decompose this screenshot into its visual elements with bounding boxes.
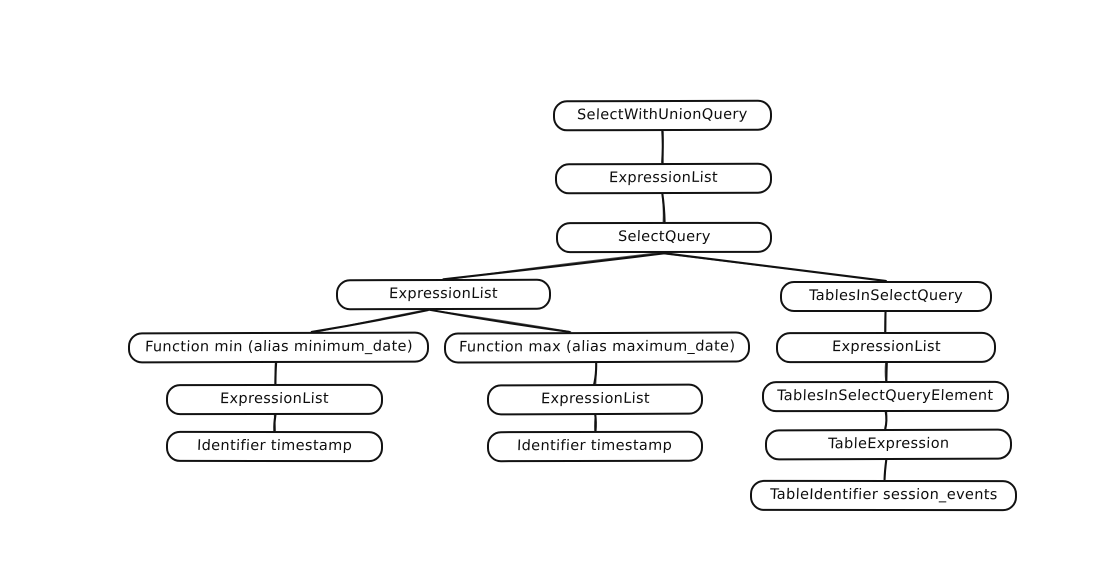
node-label: TableIdentifier session_events — [769, 487, 998, 504]
node-label: SelectQuery — [617, 229, 711, 246]
edge-expression_list_max-to-identifier_timestamp_max — [594, 413, 597, 433]
edge-expression_list_root-to-select_query — [661, 192, 666, 223]
node-identifier_timestamp_min[interactable]: Identifier timestamp — [165, 430, 384, 463]
node-expression_list_root[interactable]: ExpressionList — [554, 162, 773, 195]
edge-select_query-to-tables_in_select_query — [663, 252, 887, 282]
node-function_max[interactable]: Function max (alias maximum_date) — [443, 331, 751, 364]
node-table_expression[interactable]: TableExpression — [764, 428, 1013, 461]
edge-expression_list_min-to-identifier_timestamp_min — [273, 414, 276, 432]
node-label: ExpressionList — [540, 391, 650, 408]
node-label: ExpressionList — [608, 170, 719, 187]
node-label: ExpressionList — [388, 286, 499, 303]
node-select_with_union_query[interactable]: SelectWithUnionQuery — [552, 99, 773, 132]
node-expression_list_right[interactable]: ExpressionList — [775, 331, 997, 364]
edge-select_query-to-expression_list_select — [442, 252, 666, 281]
edge-function_max-to-expression_list_max — [593, 361, 598, 386]
node-label: Function max (alias maximum_date) — [458, 338, 736, 356]
node-label: Identifier timestamp — [517, 438, 673, 455]
node-tables_in_select_query[interactable]: TablesInSelectQuery — [779, 280, 993, 313]
edge-table_expression-to-table_identifier — [883, 458, 888, 481]
node-label: ExpressionList — [831, 339, 941, 356]
node-label: Identifier timestamp — [196, 438, 353, 455]
node-select_query[interactable]: SelectQuery — [555, 221, 773, 254]
edge-expression_list_select-to-function_max — [426, 308, 572, 333]
edge-select_query-to-expression_list_select — [444, 251, 664, 281]
edge-select_query-to-tables_in_select_query — [663, 253, 888, 282]
edge-expression_list_min-to-identifier_timestamp_min — [273, 413, 277, 432]
edge-function_min-to-expression_list_min — [274, 361, 278, 386]
edge-expression_list_root-to-select_query — [661, 193, 665, 224]
node-tables_in_select_query_element[interactable]: TablesInSelectQueryElement — [761, 380, 1010, 413]
node-label: SelectWithUnionQuery — [576, 107, 749, 124]
edge-function_max-to-expression_list_max — [595, 362, 597, 386]
node-expression_list_min[interactable]: ExpressionList — [165, 383, 384, 416]
node-label: TablesInSelectQueryElement — [776, 388, 995, 405]
node-expression_list_max[interactable]: ExpressionList — [486, 383, 704, 416]
edge-expression_list_select-to-function_min — [311, 308, 430, 334]
node-function_min[interactable]: Function min (alias minimum_date) — [127, 331, 430, 364]
node-identifier_timestamp_max[interactable]: Identifier timestamp — [486, 430, 704, 463]
edge-expression_list_select-to-function_min — [310, 309, 429, 334]
node-label: TableExpression — [827, 436, 950, 453]
edge-table_expression-to-table_identifier — [884, 459, 887, 481]
edge-expression_list_select-to-function_max — [426, 308, 571, 333]
edge-tables_in_select_query_element-to-table_expression — [884, 410, 888, 430]
node-table_identifier[interactable]: TableIdentifier session_events — [749, 479, 1018, 512]
edge-tables_in_select_query_element-to-table_expression — [885, 410, 888, 430]
edge-select_with_union_query-to-expression_list_root — [661, 130, 664, 164]
node-label: TablesInSelectQuery — [808, 288, 964, 305]
edge-select_with_union_query-to-expression_list_root — [661, 130, 664, 165]
node-expression_list_select[interactable]: ExpressionList — [335, 278, 552, 311]
node-label: Function min (alias minimum_date) — [144, 338, 413, 356]
edge-expression_list_max-to-identifier_timestamp_max — [594, 414, 597, 431]
node-label: ExpressionList — [219, 391, 330, 408]
